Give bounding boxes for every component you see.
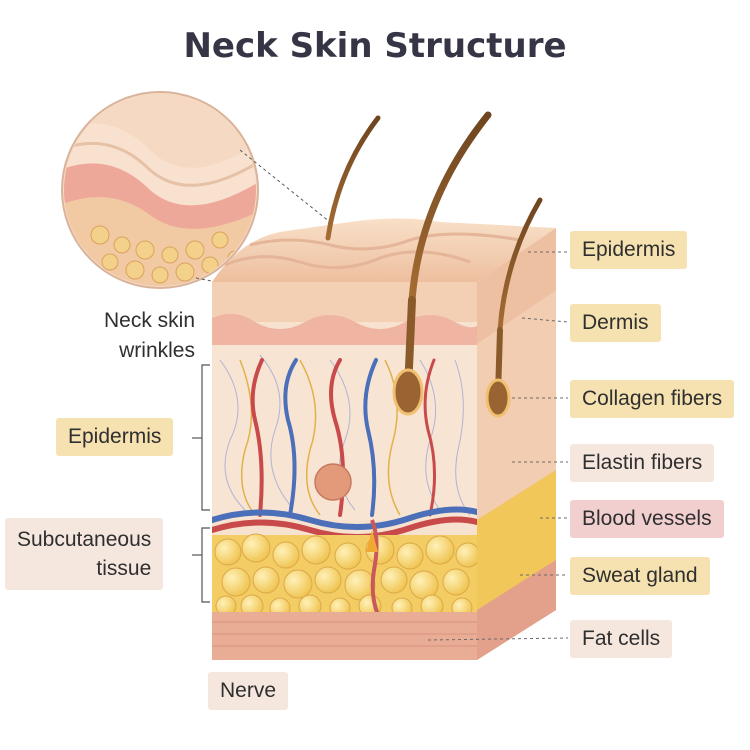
label-nerve: Nerve	[208, 672, 289, 710]
wrinkle-magnifier	[61, 91, 441, 326]
label-subcutaneous-tissue: Subcutaneous tissue	[5, 518, 164, 590]
label-collagen-fibers: Collagen fibers	[570, 380, 735, 418]
label-epidermis-left: Epidermis	[56, 418, 174, 456]
label-wrinkles-line2: wrinkles	[119, 339, 195, 362]
label-sweat-gland: Sweat gland	[570, 557, 710, 595]
leader-lines	[427, 251, 569, 641]
label-fat-cells: Fat cells	[570, 620, 673, 658]
label-blood-vessels: Blood vessels	[570, 500, 724, 538]
label-epidermis-right: Epidermis	[570, 231, 688, 269]
label-dermis: Dermis	[570, 304, 661, 342]
label-subcutaneous-line1: Subcutaneous	[17, 528, 152, 551]
block-front-face	[212, 282, 477, 660]
label-subcutaneous-line2: tissue	[96, 557, 152, 580]
page-title: Neck Skin Structure	[183, 26, 567, 66]
label-elastin-fibers: Elastin fibers	[570, 444, 715, 482]
left-brackets	[192, 364, 210, 603]
label-neck-skin-wrinkles: Neck skin wrinkles	[50, 306, 195, 366]
label-wrinkles-line1: Neck skin	[103, 309, 195, 332]
hair-strands	[325, 111, 543, 418]
